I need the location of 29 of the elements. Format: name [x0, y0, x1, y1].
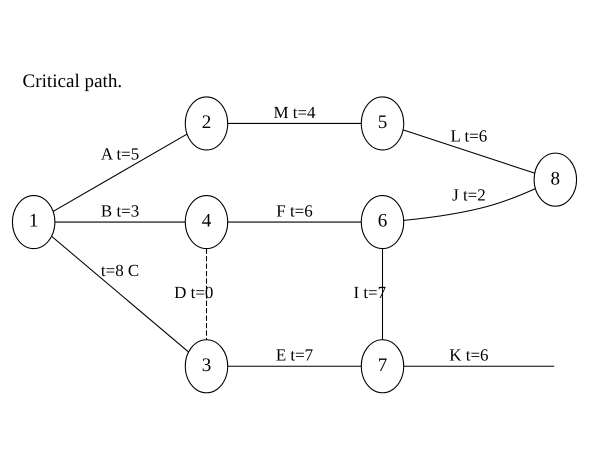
connector [228, 222, 362, 223]
edge-label: F t=6 [276, 202, 313, 221]
node-ellipse: 6 [360, 195, 404, 250]
edge-label: J t=2 [452, 186, 486, 205]
connector [402, 129, 535, 174]
edge-label: A t=5 [100, 144, 140, 164]
connector [51, 236, 189, 352]
connector [404, 366, 554, 367]
connector [228, 366, 362, 367]
edge-label: E t=7 [276, 346, 314, 365]
connector [382, 248, 384, 340]
connector [206, 248, 208, 340]
connector [53, 134, 188, 212]
node-ellipse: 4 [184, 195, 228, 250]
node-ellipse: 1 [12, 195, 56, 250]
node-ellipse: 5 [360, 96, 404, 150]
edge-label: L t=6 [450, 126, 488, 146]
edge-label: K t=6 [449, 346, 489, 365]
edge-label: B t=3 [100, 202, 140, 221]
diagram-title: Critical path. [22, 70, 122, 92]
node-ellipse: 2 [184, 96, 228, 150]
node-ellipse: 8 [534, 152, 578, 207]
edge-label: t=8 C [100, 260, 140, 280]
connector [228, 122, 362, 124]
edge-label: M t=4 [273, 102, 316, 122]
connector [54, 222, 186, 223]
node-ellipse: 7 [360, 339, 404, 394]
connector [404, 188, 536, 221]
node-ellipse: 3 [184, 339, 228, 394]
